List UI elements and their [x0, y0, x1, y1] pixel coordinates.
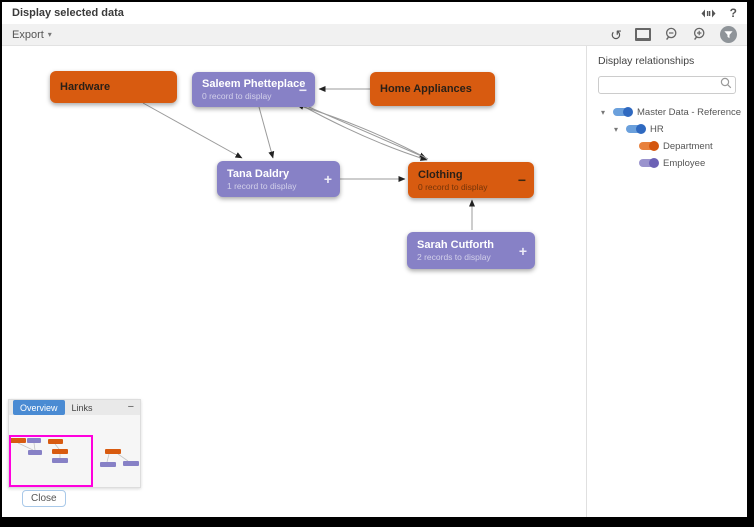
collapse-icon[interactable]: − — [517, 172, 526, 188]
sidebar-title: Display relationships — [598, 55, 695, 67]
relationships-sidebar: Display relationships ▾ Master Data - Ref… — [586, 46, 747, 517]
minimap-node — [52, 449, 68, 454]
tree-item-label: Department — [663, 140, 713, 152]
minimap-node — [48, 439, 63, 444]
graph-edge — [301, 103, 427, 159]
caret-down-icon[interactable]: ▾ — [601, 107, 606, 117]
tree-item-label: HR — [650, 123, 664, 135]
tree-item-label: Master Data - Reference — [637, 106, 742, 118]
close-button[interactable]: Close — [22, 490, 66, 507]
toggle-switch[interactable] — [626, 124, 646, 134]
node-hardware[interactable]: Hardware — [50, 71, 177, 103]
minimap-node — [27, 438, 41, 443]
app-window: Display selected data ? Export ▾ — [2, 2, 747, 517]
minimize-icon[interactable]: − — [127, 401, 134, 413]
node-record-count: 1 record to display — [227, 180, 297, 191]
minimap-node — [123, 461, 139, 466]
node-label: Hardware — [60, 80, 111, 93]
tree-item-label: Employee — [663, 157, 706, 169]
zoom-out-icon[interactable] — [664, 27, 679, 42]
node-label: Home Appliances — [380, 82, 472, 95]
zoom-in-icon[interactable] — [692, 27, 707, 42]
tree-item-master-data-reference: ▾ Master Data - Reference — [598, 104, 741, 121]
node-home-appliances[interactable]: Home Appliances — [370, 72, 495, 106]
node-label: Clothing — [418, 168, 463, 181]
fit-screen-icon[interactable] — [635, 28, 651, 41]
toggle-switch[interactable] — [639, 158, 659, 168]
node-label: Tana Daldry — [227, 167, 290, 180]
minimap-node — [100, 462, 116, 467]
expand-icon[interactable]: + — [323, 171, 332, 187]
chevron-down-icon: ▾ — [47, 30, 52, 39]
overview-tabs: Overview Links − — [9, 400, 140, 415]
undo-icon[interactable]: ↺ — [610, 26, 622, 43]
toggle-switch[interactable] — [639, 141, 659, 151]
tree-item-hr: ▾ HR — [598, 121, 736, 138]
expand-icon[interactable]: + — [518, 242, 527, 259]
collapse-icon[interactable]: − — [298, 81, 307, 98]
title-bar: Display selected data ? — [2, 2, 747, 24]
export-button[interactable]: Export ▾ — [12, 29, 52, 41]
tab-overview[interactable]: Overview — [13, 400, 65, 415]
search-input[interactable] — [598, 75, 736, 94]
filter-icon[interactable] — [720, 26, 737, 43]
graph-edge — [142, 102, 243, 159]
minimap[interactable] — [9, 415, 140, 487]
minimap-viewport[interactable] — [9, 435, 93, 487]
minimap-node — [52, 458, 68, 463]
toggle-switch[interactable] — [613, 107, 633, 117]
help-icon[interactable]: ? — [729, 6, 737, 20]
graph-edge — [258, 106, 275, 159]
export-label: Export — [12, 28, 44, 41]
toolbar: Export ▾ ↺ — [2, 24, 747, 46]
graph-edge — [296, 103, 429, 160]
tree-item-department: Department — [598, 138, 736, 155]
node-label: Sarah Cutforth — [417, 239, 494, 251]
page-title: Display selected data — [12, 7, 124, 19]
search-icon — [720, 77, 732, 89]
minimap-node — [10, 438, 26, 443]
minimap-node — [28, 450, 42, 455]
minimap-node — [105, 449, 121, 454]
graph-edge — [302, 105, 428, 161]
node-record-count: 0 record to display — [202, 91, 272, 101]
node-record-count: 2 records to display — [417, 252, 491, 262]
tree-item-employee: Employee — [598, 155, 736, 172]
resize-icon[interactable] — [701, 8, 716, 19]
overview-panel: Overview Links − — [8, 399, 141, 488]
caret-down-icon[interactable]: ▾ — [614, 124, 619, 134]
node-record-count: 0 record to display — [418, 181, 488, 192]
node-label: Saleem Phetteplace — [202, 78, 306, 90]
tab-links[interactable]: Links — [71, 402, 93, 413]
